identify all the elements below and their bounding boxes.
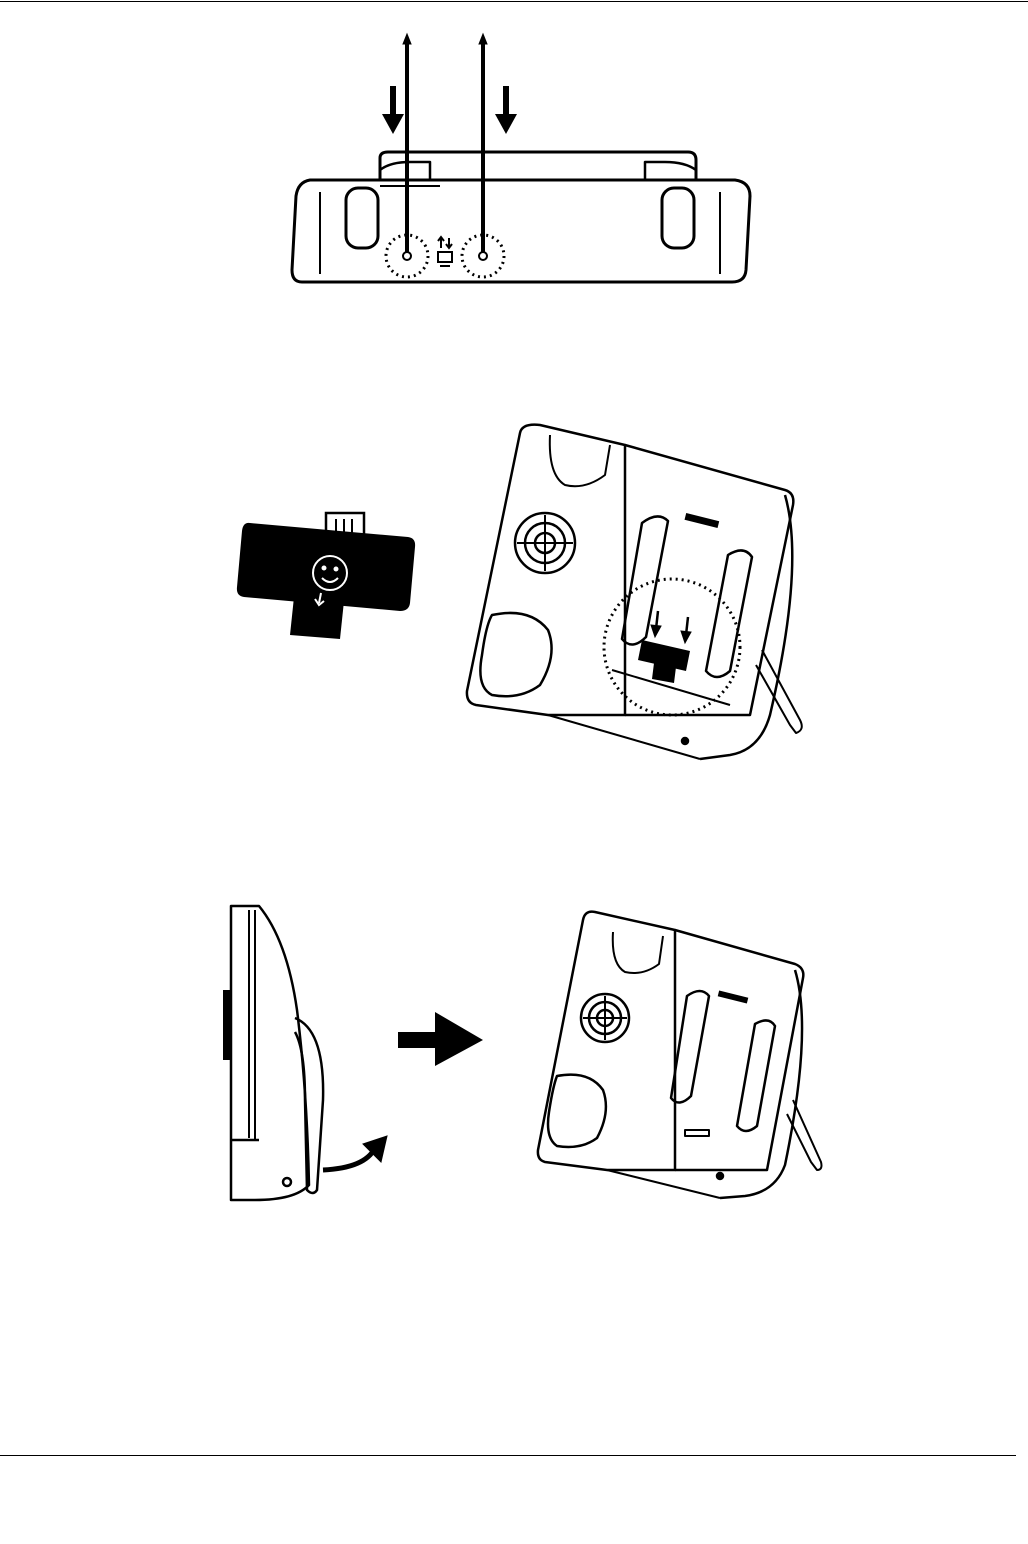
cradle-top	[380, 152, 696, 180]
down-arrow-icon	[382, 86, 404, 134]
figure-stand-open	[215, 900, 825, 1210]
down-arrow-icon	[495, 86, 517, 134]
device-front-view	[467, 425, 802, 759]
header-rule	[0, 1, 1028, 2]
card-slot-highlight	[638, 640, 690, 683]
antenna-right	[479, 34, 487, 255]
figure-antenna-top-view	[280, 30, 760, 290]
card	[237, 513, 415, 639]
holder-left	[346, 188, 378, 248]
down-arrow-icon	[681, 617, 691, 643]
device-front-view	[538, 912, 822, 1198]
holder-right	[662, 188, 694, 248]
down-arrow-icon	[651, 611, 661, 637]
antenna-left	[403, 34, 411, 255]
figure-card-insert	[230, 415, 820, 765]
card-diagram	[230, 415, 820, 765]
device-side-view	[223, 906, 323, 1200]
right-arrow-icon	[398, 1012, 483, 1066]
curved-arrow-icon	[323, 1136, 387, 1170]
base-body	[292, 180, 750, 282]
stand-diagram	[215, 900, 825, 1210]
antenna-diagram	[280, 30, 760, 290]
network-port-icon	[438, 237, 452, 266]
footer-rule	[0, 1455, 1016, 1456]
